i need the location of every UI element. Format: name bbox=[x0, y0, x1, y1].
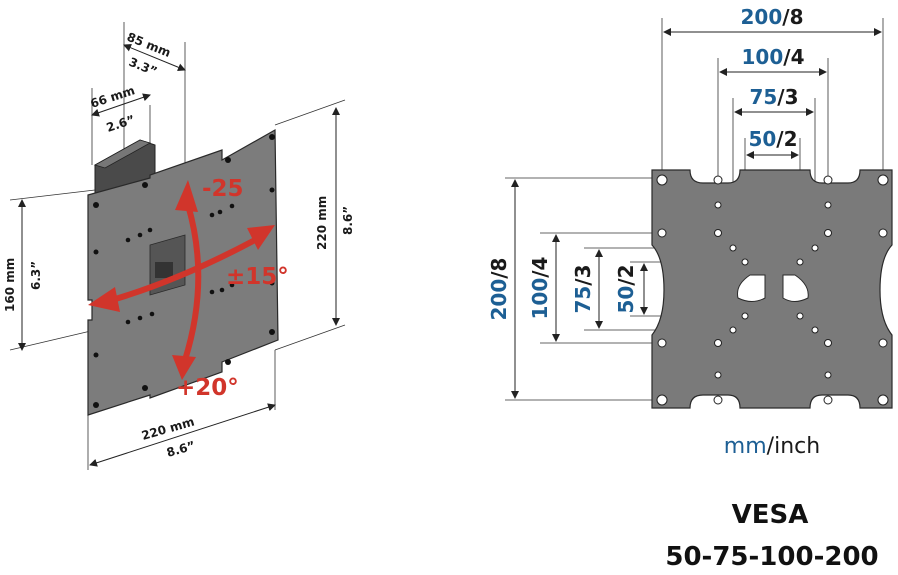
top-dimension-100: 100/4 bbox=[719, 45, 827, 76]
side-dimension-50: 50/2 bbox=[614, 263, 648, 315]
depth-dimension-max: 85 mm 3.3” bbox=[123, 30, 186, 79]
tilt-up-label: -25 bbox=[202, 176, 244, 202]
width-bottom-mm: 220 mm bbox=[140, 414, 196, 442]
height-left-mm: 160 mm bbox=[3, 258, 17, 312]
caption-sizes: 50-75-100-200 bbox=[665, 542, 878, 572]
side-dim-100-label: 100/4 bbox=[528, 257, 552, 320]
height-left-inch: 6.3” bbox=[29, 261, 43, 290]
tilt-down-label: +20° bbox=[176, 375, 239, 401]
depth-max-inch: 3.3” bbox=[127, 55, 159, 79]
swivel-label: ±15° bbox=[226, 264, 289, 290]
side-dim-50-label: 50/2 bbox=[614, 264, 638, 313]
depth-dimension-min: 66 mm 2.6” bbox=[89, 83, 151, 135]
top-dimension-200: 200/8 bbox=[663, 5, 882, 36]
vesa-holes bbox=[656, 174, 889, 406]
side-dim-75-label: 75/3 bbox=[571, 264, 595, 313]
width-bottom-inch: 8.6” bbox=[165, 438, 197, 459]
tilt-arrow bbox=[172, 180, 202, 380]
units-label: mm/inch bbox=[724, 434, 820, 459]
plate-holes bbox=[93, 134, 275, 408]
vesa-plate-view: 200/8 100/4 75/3 50/2 200/8 bbox=[487, 5, 893, 572]
side-dimension-100: 100/4 bbox=[528, 234, 560, 342]
side-dimension-200: 200/8 bbox=[487, 179, 519, 399]
height-dimension-left: 160 mm 6.3” bbox=[3, 199, 43, 351]
top-dim-50-label: 50/2 bbox=[748, 127, 797, 151]
width-dimension-bottom: 220 mm 8.6” bbox=[89, 403, 276, 467]
side-dim-200-label: 200/8 bbox=[487, 258, 511, 321]
top-dim-200-label: 200/8 bbox=[741, 5, 804, 29]
vesa-plate bbox=[651, 169, 893, 409]
top-dimension-75: 75/3 bbox=[734, 85, 814, 116]
swivel-arrow bbox=[88, 225, 275, 312]
height-right-mm: 220 mm bbox=[315, 196, 329, 250]
top-dim-75-label: 75/3 bbox=[749, 85, 798, 109]
top-dim-100-label: 100/4 bbox=[742, 45, 805, 69]
height-right-inch: 8.6” bbox=[341, 206, 355, 235]
height-dimension-right: 220 mm 8.6” bbox=[315, 107, 355, 326]
isometric-mount-view: 85 mm 3.3” 66 mm 2.6” 160 mm 6.3” 220 mm… bbox=[3, 22, 355, 470]
caption-vesa: VESA bbox=[732, 500, 809, 530]
depth-min-inch: 2.6” bbox=[105, 113, 137, 135]
depth-min-mm: 66 mm bbox=[89, 83, 137, 110]
top-dimension-50: 50/2 bbox=[746, 127, 799, 159]
side-dimension-75: 75/3 bbox=[571, 249, 603, 329]
